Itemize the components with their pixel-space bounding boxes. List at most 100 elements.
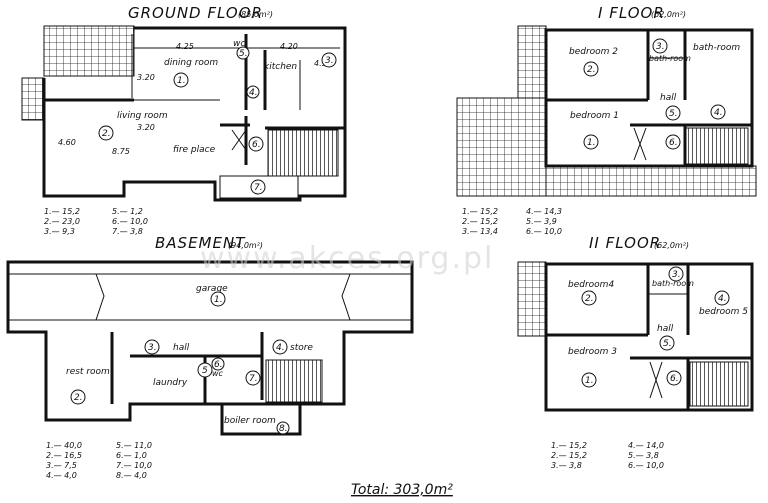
second-legend: 1.— 15,2 2.— 15,2 3.— 3,8 4.— 14,0 5.— 3… (551, 441, 664, 470)
ground-legend: 1.— 15,2 2.— 23,0 3.— 9,3 5.— 1,2 6.— 10… (44, 207, 148, 236)
dim-460: 4.60 (58, 138, 76, 147)
first-marker-1 (583, 134, 599, 150)
dim-875: 8.75 (112, 147, 130, 156)
first-marker-6-label: 6. (669, 138, 678, 148)
basement-outer-wall (6, 260, 414, 436)
fireplace-label: fire place (173, 145, 216, 155)
basement-inner-walls (110, 332, 300, 406)
first-outer-wall (544, 28, 754, 168)
watermark: www.akces.org.pl (200, 241, 494, 276)
first-marker-5-label: 5. (669, 109, 678, 119)
svg-text:5.— 1,2: 5.— 1,2 (112, 207, 143, 216)
first-terrace (456, 97, 547, 197)
second-marker-5 (659, 335, 675, 351)
ground-marker-7 (250, 179, 266, 195)
dining-room-label: dining room (164, 58, 218, 68)
ground-inner-lines (131, 34, 340, 98)
bedroom4-label: bedroom4 (568, 280, 614, 290)
svg-text:4.— 14,0: 4.— 14,0 (628, 441, 664, 450)
basement-marker-4 (272, 339, 288, 355)
svg-text:5.— 11,0: 5.— 11,0 (116, 441, 152, 450)
svg-text:3.— 7,5: 3.— 7,5 (46, 461, 77, 470)
first-marker-4 (710, 104, 726, 120)
ground-marker-1 (173, 72, 189, 88)
second-marker-2 (581, 290, 597, 306)
basement-plan: BASEMENT (94,0m²) garage rest room hall … (6, 234, 414, 480)
svg-text:3.— 9,3: 3.— 9,3 (44, 227, 75, 236)
svg-text:2.— 23,0: 2.— 23,0 (44, 217, 80, 226)
second-floor-title: II FLOOR (589, 234, 661, 252)
first-floor-area: (62,0m²) (651, 10, 686, 19)
first-terrace-bottom (545, 165, 757, 197)
second-inner-walls (546, 264, 752, 410)
first-marker-3 (652, 38, 668, 54)
svg-text:2.— 15,2: 2.— 15,2 (551, 451, 587, 460)
basement-marker-3 (144, 339, 160, 355)
basement-marker-1 (210, 291, 226, 307)
svg-text:6.— 10,0: 6.— 10,0 (526, 227, 562, 236)
second-terrace-side (517, 261, 547, 337)
first-hall-label: hall (660, 93, 677, 103)
second-marker-1-label: 1. (585, 376, 594, 386)
svg-text:6.— 1,0: 6.— 1,0 (116, 451, 147, 460)
ground-marker-2 (98, 125, 114, 141)
bedroom3-label: bedroom 3 (568, 347, 617, 357)
ground-fireplace-mark (231, 129, 247, 151)
second-floor-area: (62,0m²) (654, 241, 689, 250)
ground-floor-area: (85,0m²) (238, 10, 273, 19)
basement-marker-2-label: 2. (74, 393, 83, 403)
basement-marker-5 (197, 362, 213, 378)
ground-terrace-top (43, 25, 135, 77)
second-marker-4-label: 4. (718, 294, 727, 304)
ground-outer-wall (42, 26, 347, 202)
basement-marker-8-label: 8. (279, 424, 288, 434)
svg-text:4.— 4,0: 4.— 4,0 (46, 471, 77, 480)
first-legend: 1.— 15,2 2.— 15,2 3.— 13,4 4.— 14,3 5.— … (462, 207, 562, 236)
svg-text:1.— 40,0: 1.— 40,0 (46, 441, 82, 450)
basement-legend: 1.— 40,0 2.— 16,5 3.— 7,5 4.— 4,0 5.— 11… (46, 441, 152, 480)
basement-marker-6 (211, 357, 225, 371)
basement-marker-1-label: 1. (214, 295, 223, 305)
ground-marker-3-label: 3. (325, 56, 334, 66)
basement-marker-8 (276, 421, 290, 435)
bedroom1-label: bedroom 1 (570, 111, 619, 121)
second-marker-6 (666, 370, 682, 386)
bathroom-small-label: bath-room (649, 54, 691, 63)
first-marker-2 (583, 61, 599, 77)
boiler-room-label: boiler room (224, 416, 276, 426)
first-shaft-mark (633, 127, 647, 161)
basement-wc-label: wc (212, 369, 224, 378)
first-marker-1-label: 1. (587, 138, 596, 148)
first-marker-2-label: 2. (587, 65, 596, 75)
svg-text:5.— 3,8: 5.— 3,8 (628, 451, 659, 460)
ground-room-7 (219, 175, 299, 199)
ground-marker-3 (321, 52, 337, 68)
first-marker-4-label: 4. (714, 108, 723, 118)
second-bathroom-label: bath-room (652, 279, 694, 288)
svg-text:5.— 3,9: 5.— 3,9 (526, 217, 557, 226)
ground-floor-plan: GROUND FLOOR (85,0m²) dining room living… (21, 4, 347, 236)
second-marker-4 (714, 290, 730, 306)
bathroom-label: bath-room (693, 43, 740, 53)
ground-marker-4-label: 4. (249, 88, 258, 98)
second-marker-3-label: 3. (672, 270, 681, 280)
svg-text:6.— 10,0: 6.— 10,0 (112, 217, 148, 226)
ground-marker-4 (246, 85, 260, 99)
dim-320b: 3.20 (137, 123, 155, 132)
svg-text:2.— 16,5: 2.— 16,5 (46, 451, 82, 460)
svg-text:1.— 15,2: 1.— 15,2 (462, 207, 498, 216)
svg-text:7.— 3,8: 7.— 3,8 (112, 227, 143, 236)
second-marker-5-label: 5. (663, 339, 672, 349)
svg-text:4.— 14,3: 4.— 14,3 (526, 207, 562, 216)
first-marker-6 (665, 134, 681, 150)
kitchen-label: kitchen (264, 62, 297, 72)
bedroom2-label: bedroom 2 (569, 47, 618, 57)
living-room-label: living room (117, 111, 168, 121)
basement-marker-5-label: 5 (202, 366, 208, 376)
second-marker-1 (581, 372, 597, 388)
second-outer-wall (544, 262, 754, 412)
second-marker-6-label: 6. (670, 374, 679, 384)
first-terrace-side (517, 25, 547, 101)
svg-text:2.— 15,2: 2.— 15,2 (462, 217, 498, 226)
